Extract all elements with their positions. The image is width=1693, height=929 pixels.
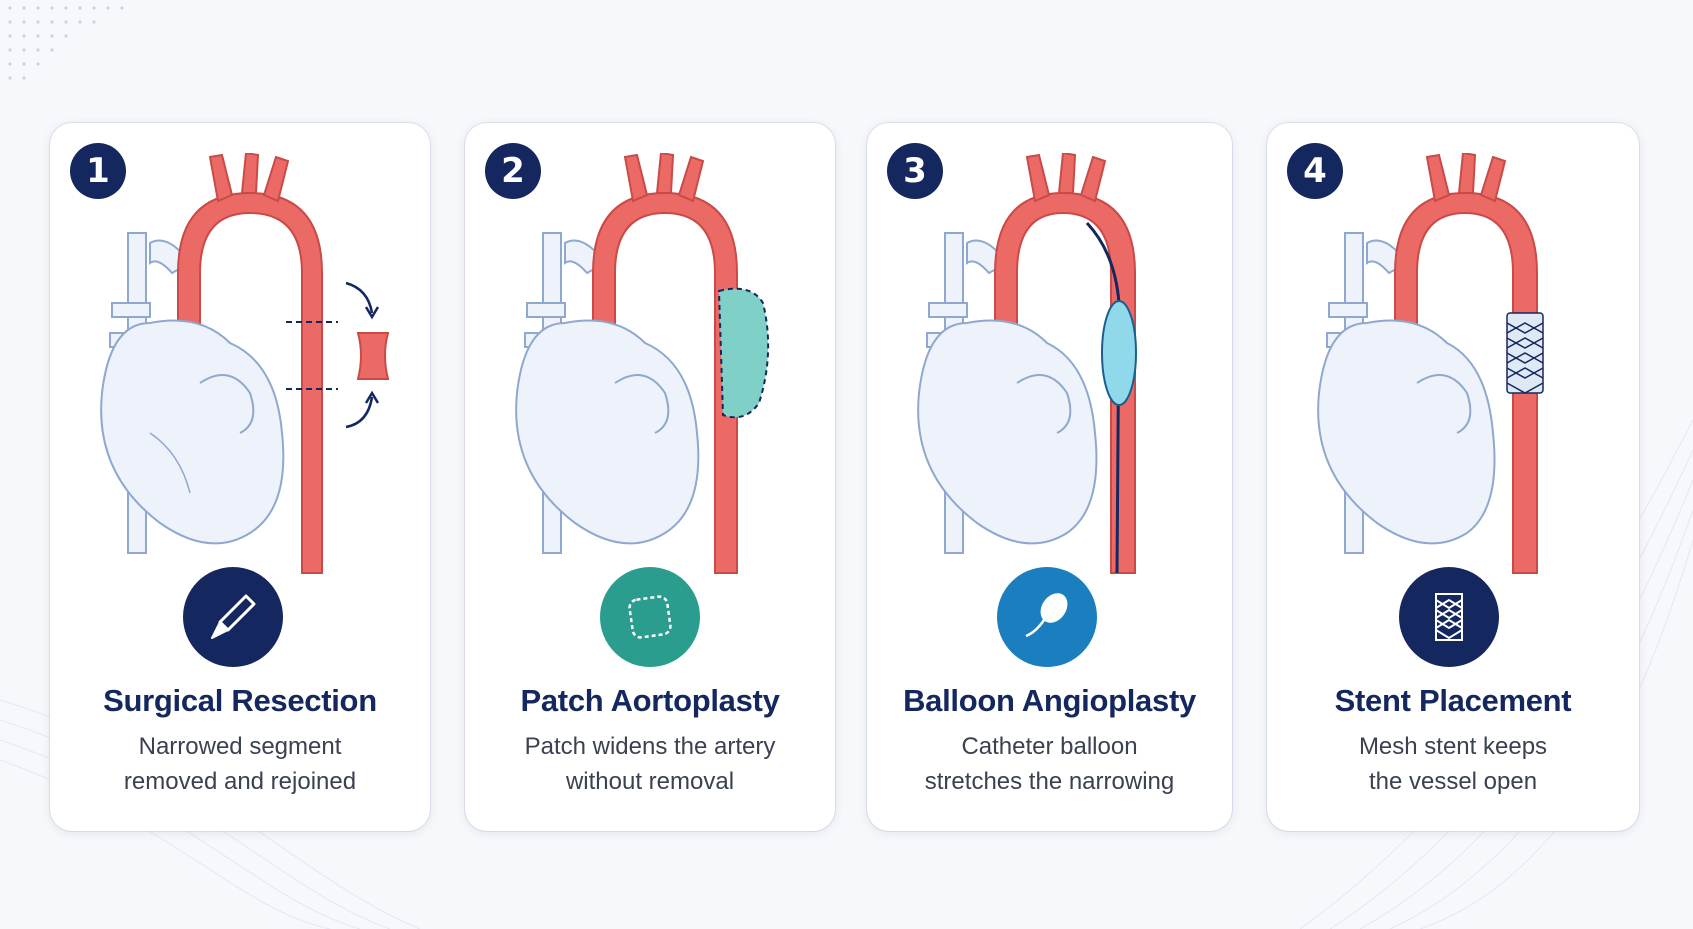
card-description-line: Narrowed segment — [138, 733, 342, 760]
patch-icon — [628, 595, 672, 639]
removed-segment — [356, 332, 390, 380]
stent-mesh-icon — [1435, 593, 1463, 641]
stent-icon-circle — [1399, 567, 1499, 667]
resection-cut-lines — [286, 321, 338, 390]
card-balloon-angioplasty: 3 Balloon Angioplasty Catheter balloon s… — [867, 123, 1232, 831]
card-description-line: Patch widens the artery — [524, 733, 776, 760]
card-description: Patch widens the artery without removal — [465, 729, 835, 799]
arrow-out — [345, 281, 374, 314]
step-number-badge: 3 — [887, 143, 943, 199]
heart-shape — [917, 319, 1098, 545]
card-description: Catheter balloon stretches the narrowing — [867, 729, 1232, 799]
aorta-vessel — [994, 191, 1136, 574]
stent-mesh — [1506, 312, 1544, 394]
card-description-line: stretches the narrowing — [924, 768, 1175, 795]
card-surgical-resection: 1 Surgical Resection — [50, 123, 430, 831]
aorta-heart-illustration — [1317, 153, 1544, 574]
heart-shape — [1317, 319, 1496, 545]
arrow-in — [345, 396, 374, 429]
balloon-icon-circle — [997, 567, 1097, 667]
scalpel-icon-circle — [183, 567, 283, 667]
aorta-vessel — [177, 191, 323, 574]
aorta-heart-illustration — [100, 153, 390, 574]
patch-graft — [717, 287, 770, 419]
card-title: Patch Aortoplasty — [520, 683, 780, 718]
card-title: Balloon Angioplasty — [903, 683, 1196, 718]
aortic-arch-branches — [208, 153, 290, 203]
step-number-badge: 2 — [485, 143, 541, 199]
card-stent-placement: 4 Stent Placement — [1267, 123, 1639, 831]
inflated-balloon — [1101, 300, 1137, 406]
card-description: Narrowed segment removed and rejoined — [50, 729, 430, 799]
step-number-badge: 1 — [70, 143, 126, 199]
card-description-line: the vessel open — [1368, 768, 1538, 795]
patch-icon-circle — [600, 567, 700, 667]
heart-shape — [100, 319, 285, 545]
decorative-dot-grid — [8, 6, 124, 80]
step-number-badge: 4 — [1287, 143, 1343, 199]
card-description-line: Catheter balloon — [961, 733, 1138, 760]
aorta-vessel — [1394, 191, 1538, 574]
aorta-heart-illustration — [515, 153, 770, 574]
scalpel-icon — [211, 594, 256, 639]
card-description-line: Mesh stent keeps — [1358, 733, 1548, 760]
heart-shape — [515, 319, 700, 545]
card-description-line: removed and rejoined — [123, 768, 357, 795]
aorta-vessel — [592, 191, 738, 574]
card-title: Stent Placement — [1334, 683, 1572, 718]
card-title: Surgical Resection — [103, 683, 377, 718]
card-patch-aortoplasty: 2 Patch Aortoplasty Patch widens the art… — [465, 123, 835, 831]
balloon-catheter-icon — [1025, 593, 1068, 638]
aorta-heart-illustration — [917, 153, 1137, 574]
card-description: Mesh stent keeps the vessel open — [1267, 729, 1639, 799]
card-description-line: without removal — [565, 768, 735, 795]
